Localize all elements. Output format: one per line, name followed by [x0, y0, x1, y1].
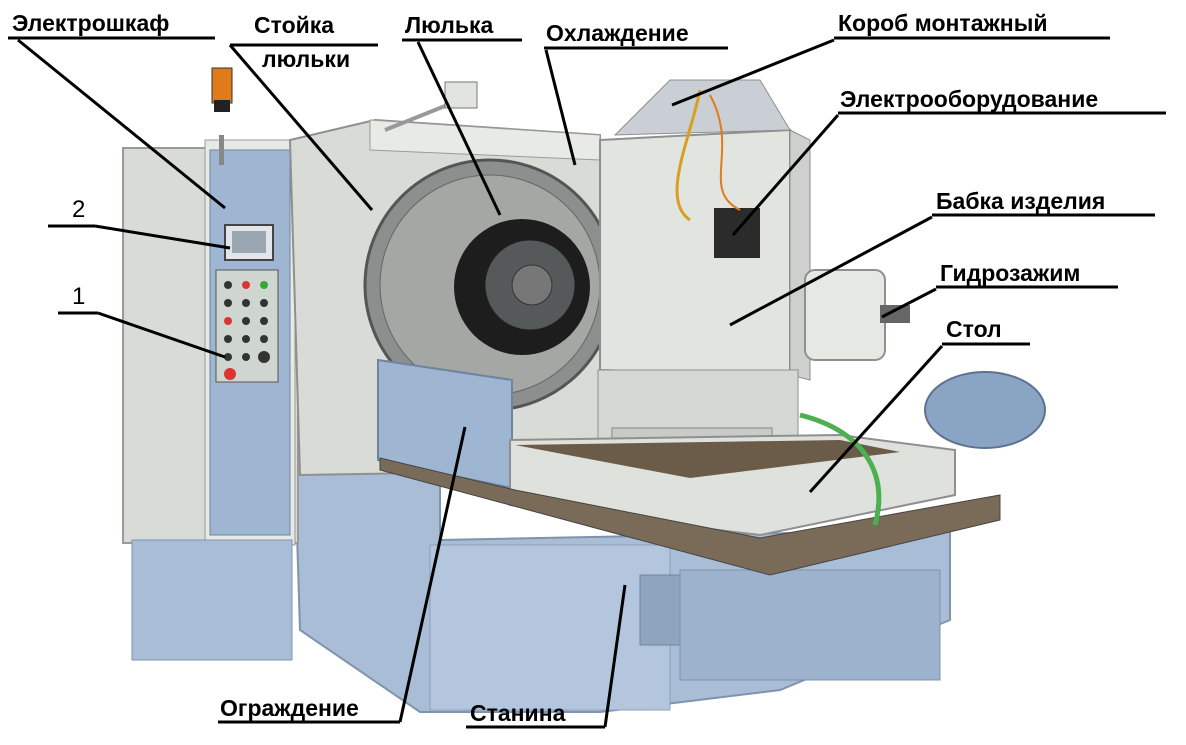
cradle-stand: [288, 81, 617, 477]
workpiece-head: [597, 79, 910, 461]
label-cradle-stand-line1: Стойка: [254, 12, 335, 38]
label-electrical-cabinet: Электрошкаф: [12, 10, 170, 36]
label-table: Стол: [946, 316, 1002, 342]
machine-bed: [293, 469, 951, 713]
label-cooling: Охлаждение: [546, 20, 689, 46]
label-bed: Станина: [470, 700, 566, 726]
callout-number-1: 1: [72, 283, 86, 310]
label-guard: Ограждение: [220, 695, 359, 721]
label-mounting-box: Короб монтажный: [838, 10, 1048, 36]
label-workpiece-head: Бабка изделия: [936, 188, 1106, 214]
leader-lines: [8, 36, 1166, 729]
callout-number-2: 2: [72, 196, 86, 223]
label-hydraulic-clamp: Гидрозажим: [940, 260, 1081, 286]
label-cradle-stand-line2: люльки: [262, 46, 351, 72]
label-cradle: Люлька: [405, 12, 494, 38]
label-electrical-equipment: Электрооборудование: [840, 86, 1099, 112]
table: [379, 371, 1046, 576]
electrical-cabinet: [122, 67, 299, 661]
